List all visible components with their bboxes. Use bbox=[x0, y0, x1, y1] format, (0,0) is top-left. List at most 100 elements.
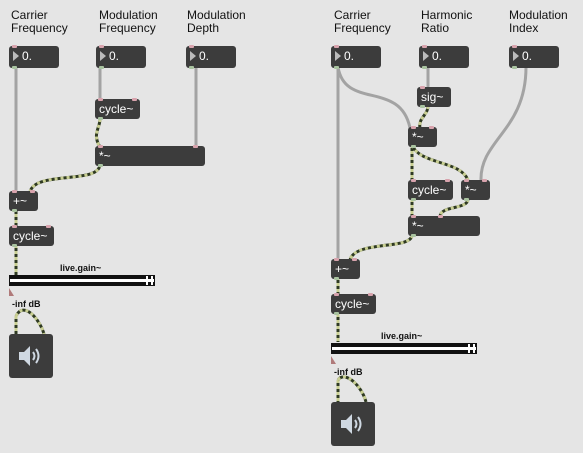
triangle-icon bbox=[513, 51, 519, 61]
gain-segment bbox=[473, 344, 475, 353]
inlet[interactable] bbox=[334, 258, 339, 261]
inlet[interactable] bbox=[98, 145, 103, 148]
number-modulation-index[interactable]: 0. bbox=[509, 45, 559, 69]
object-text: *~ bbox=[412, 130, 424, 144]
outlet[interactable] bbox=[422, 66, 427, 69]
inlet[interactable] bbox=[411, 126, 416, 129]
inlet[interactable] bbox=[411, 215, 416, 218]
object-sig[interactable]: sig~ bbox=[417, 86, 451, 108]
number-carrier-frequency[interactable]: 0. bbox=[9, 45, 59, 69]
inlet[interactable] bbox=[334, 45, 339, 48]
outlet[interactable] bbox=[464, 198, 469, 201]
inlet[interactable] bbox=[99, 45, 104, 48]
outlet[interactable] bbox=[411, 145, 416, 148]
inlet[interactable] bbox=[411, 179, 416, 182]
speaker-icon bbox=[341, 414, 362, 434]
object-text: cycle~ bbox=[13, 229, 48, 243]
outlet[interactable] bbox=[12, 244, 17, 247]
inlet[interactable] bbox=[422, 45, 427, 48]
outlet[interactable] bbox=[334, 312, 339, 315]
cord-carrier2-to-mult bbox=[336, 65, 412, 130]
dac-speaker-button-2[interactable] bbox=[331, 402, 375, 446]
inlet[interactable] bbox=[352, 258, 357, 261]
outlet[interactable] bbox=[99, 66, 104, 69]
object-cycle-modulator-2[interactable]: cycle~ bbox=[408, 179, 453, 201]
outlet[interactable] bbox=[12, 209, 17, 212]
inlet[interactable] bbox=[429, 126, 434, 129]
triangle-icon bbox=[423, 51, 429, 61]
gain-slider[interactable] bbox=[9, 275, 155, 286]
outlet[interactable] bbox=[98, 117, 103, 120]
inlet[interactable] bbox=[46, 225, 51, 228]
outlet[interactable] bbox=[98, 164, 103, 167]
inlet[interactable] bbox=[334, 293, 339, 296]
inlet[interactable] bbox=[368, 293, 373, 296]
inlet[interactable] bbox=[12, 225, 17, 228]
number-modulation-depth[interactable]: 0. bbox=[186, 45, 236, 69]
object-text: cycle~ bbox=[412, 183, 447, 197]
gain-handle-2[interactable] bbox=[331, 356, 336, 364]
gain-segment bbox=[146, 276, 148, 285]
number-modulation-frequency[interactable]: 0. bbox=[96, 45, 146, 69]
object-plus-2[interactable]: +~ bbox=[331, 258, 360, 280]
object-multiply-index[interactable]: *~ bbox=[461, 179, 490, 201]
inlet[interactable] bbox=[438, 215, 443, 218]
triangle-icon bbox=[190, 51, 196, 61]
triangle-icon bbox=[335, 51, 341, 61]
dac-speaker-button[interactable] bbox=[9, 334, 53, 378]
outlet[interactable] bbox=[12, 66, 17, 69]
inlet[interactable] bbox=[189, 45, 194, 48]
gain-label: live.gain~ bbox=[60, 263, 102, 273]
inlet[interactable] bbox=[445, 179, 450, 182]
inlet[interactable] bbox=[12, 190, 17, 193]
object-plus[interactable]: +~ bbox=[9, 190, 38, 212]
inlet[interactable] bbox=[512, 45, 517, 48]
inlet[interactable] bbox=[12, 45, 17, 48]
object-text: cycle~ bbox=[335, 297, 370, 311]
object-text: *~ bbox=[465, 183, 477, 197]
object-multiply-depth[interactable]: *~ bbox=[408, 215, 480, 237]
outlet[interactable] bbox=[512, 66, 517, 69]
number-carrier-frequency-2[interactable]: 0. bbox=[331, 45, 381, 69]
cord-index-to-mult bbox=[479, 65, 528, 182]
speaker-icon bbox=[19, 346, 40, 366]
outlet[interactable] bbox=[334, 66, 339, 69]
outlet[interactable] bbox=[411, 198, 416, 201]
inlet[interactable] bbox=[420, 86, 425, 89]
object-text: *~ bbox=[412, 219, 424, 233]
outlet[interactable] bbox=[189, 66, 194, 69]
signal-cords-right bbox=[336, 105, 470, 403]
object-cycle-modulator[interactable]: cycle~ bbox=[95, 98, 140, 120]
object-text: *~ bbox=[99, 149, 111, 163]
triangle-icon bbox=[100, 51, 106, 61]
inlet[interactable] bbox=[98, 98, 103, 101]
object-text: +~ bbox=[335, 262, 350, 276]
object-multiply-ratio[interactable]: *~ bbox=[408, 126, 437, 148]
inlet[interactable] bbox=[193, 145, 198, 148]
object-multiply[interactable]: *~ bbox=[95, 145, 205, 167]
gain-value-2: -inf dB bbox=[334, 367, 363, 377]
signal-cords-left bbox=[14, 118, 102, 335]
gain-handle[interactable] bbox=[9, 288, 14, 296]
object-text: sig~ bbox=[421, 90, 444, 104]
outlet[interactable] bbox=[334, 277, 339, 280]
number-harmonic-ratio[interactable]: 0. bbox=[419, 45, 469, 69]
inlet[interactable] bbox=[132, 98, 137, 101]
inlet[interactable] bbox=[482, 179, 487, 182]
inlet[interactable] bbox=[30, 190, 35, 193]
gain-slider-2[interactable] bbox=[331, 343, 477, 354]
object-text: cycle~ bbox=[99, 102, 134, 116]
inlet[interactable] bbox=[464, 179, 469, 182]
gain-segment bbox=[468, 344, 470, 353]
object-cycle-carrier-2[interactable]: cycle~ bbox=[331, 293, 376, 315]
object-cycle-carrier[interactable]: cycle~ bbox=[9, 225, 54, 247]
outlet[interactable] bbox=[420, 105, 425, 108]
gain-segment bbox=[151, 276, 153, 285]
outlet[interactable] bbox=[411, 234, 416, 237]
